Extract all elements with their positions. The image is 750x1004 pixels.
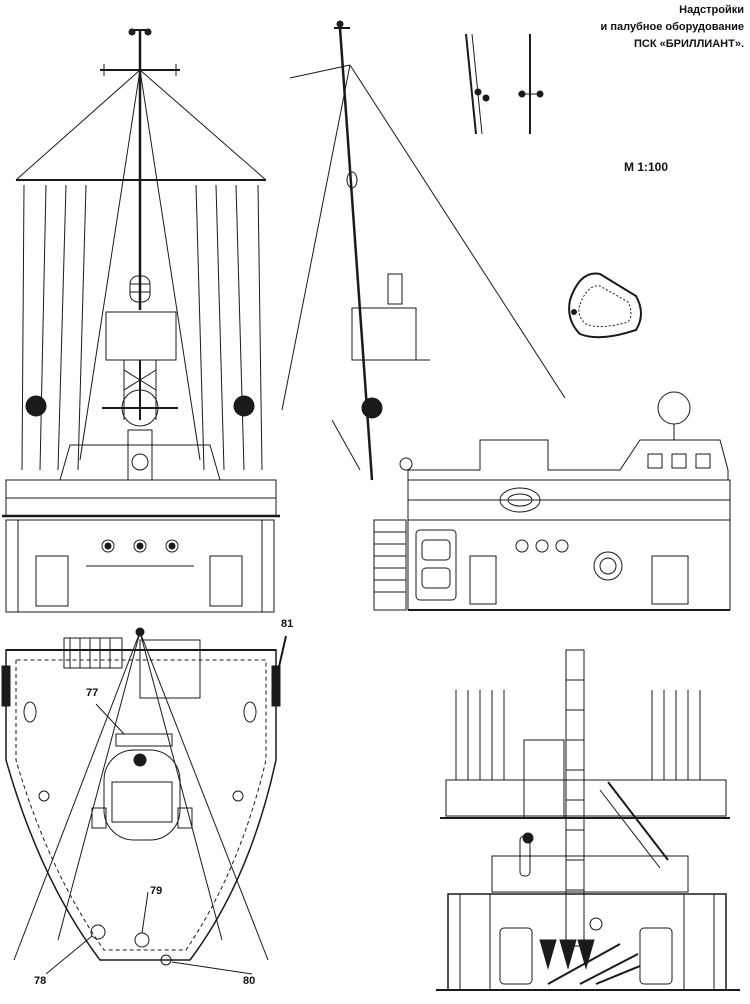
front-elevation-view: [2, 29, 280, 612]
title-line-2: и палубное оборудование: [600, 21, 744, 33]
detail-mast-heads: [466, 34, 543, 134]
callout-79: 79: [150, 885, 163, 897]
plan-view: [2, 628, 286, 974]
title-line-3: ПСК «БРИЛЛИАНТ».: [633, 38, 744, 50]
title-line-1: Надстройки: [679, 4, 744, 16]
callout-78: 78: [34, 975, 47, 987]
callout-80: 80: [243, 975, 256, 987]
callout-81: 81: [281, 618, 294, 630]
callout-77: 77: [86, 687, 99, 699]
drawing-title: Надстройки и палубное оборудование ПСК «…: [601, 2, 744, 53]
stern-view: [436, 650, 740, 990]
hatch-detail: [569, 274, 641, 338]
side-elevation-view: [282, 21, 730, 610]
scale-label: М 1:100: [624, 160, 669, 174]
